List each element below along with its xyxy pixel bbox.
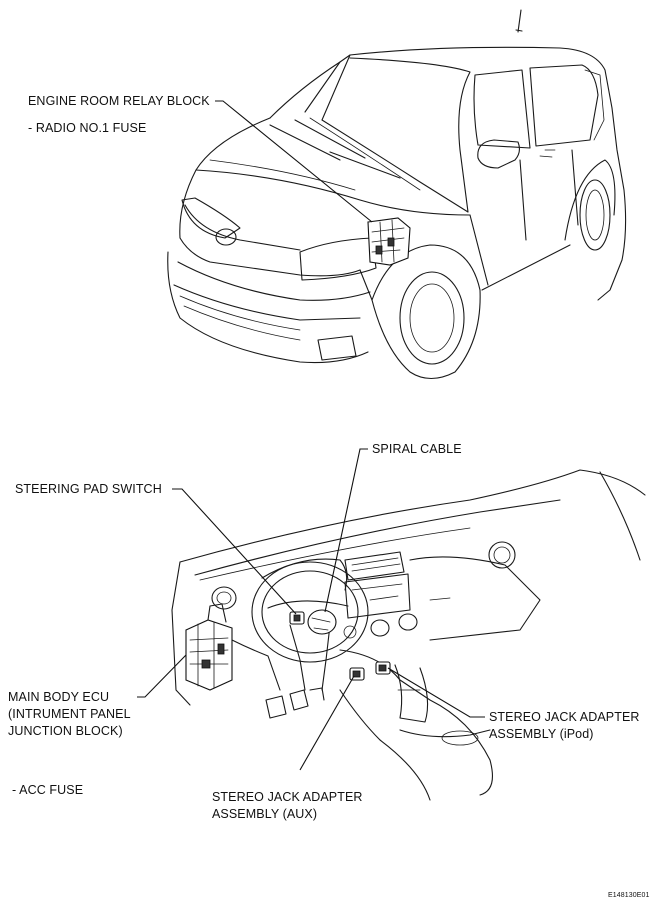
stereo-jack-ipod-part	[375, 661, 391, 675]
label-radio-no1-fuse: - RADIO NO.1 FUSE	[28, 121, 147, 135]
main-body-ecu-part	[185, 603, 233, 691]
label-steering-pad-switch: STEERING PAD SWITCH	[15, 482, 162, 496]
car-exterior-illustration	[167, 9, 627, 380]
label-spiral-cable: SPIRAL CABLE	[372, 442, 462, 456]
label-stereo-jack-ipod-2: ASSEMBLY (iPod)	[489, 727, 594, 741]
engine-room-relay-block-part	[367, 217, 411, 266]
label-main-body-ecu-2: (INTRUMENT PANEL	[8, 707, 131, 721]
label-stereo-jack-aux-2: ASSEMBLY (AUX)	[212, 807, 318, 821]
dashboard-interior-illustration	[171, 469, 646, 801]
figure-code: E148130E01	[608, 892, 650, 899]
label-engine-room-relay-block: ENGINE ROOM RELAY BLOCK	[28, 94, 210, 108]
label-main-body-ecu-1: MAIN BODY ECU	[8, 690, 110, 704]
steering-wheel	[251, 561, 369, 663]
label-stereo-jack-ipod-1: STEREO JACK ADAPTER	[489, 710, 640, 724]
label-acc-fuse: - ACC FUSE	[12, 783, 84, 797]
label-stereo-jack-aux-1: STEREO JACK ADAPTER	[212, 790, 363, 804]
label-main-body-ecu-3: JUNCTION BLOCK)	[8, 724, 123, 738]
stereo-jack-aux-part	[349, 667, 365, 681]
